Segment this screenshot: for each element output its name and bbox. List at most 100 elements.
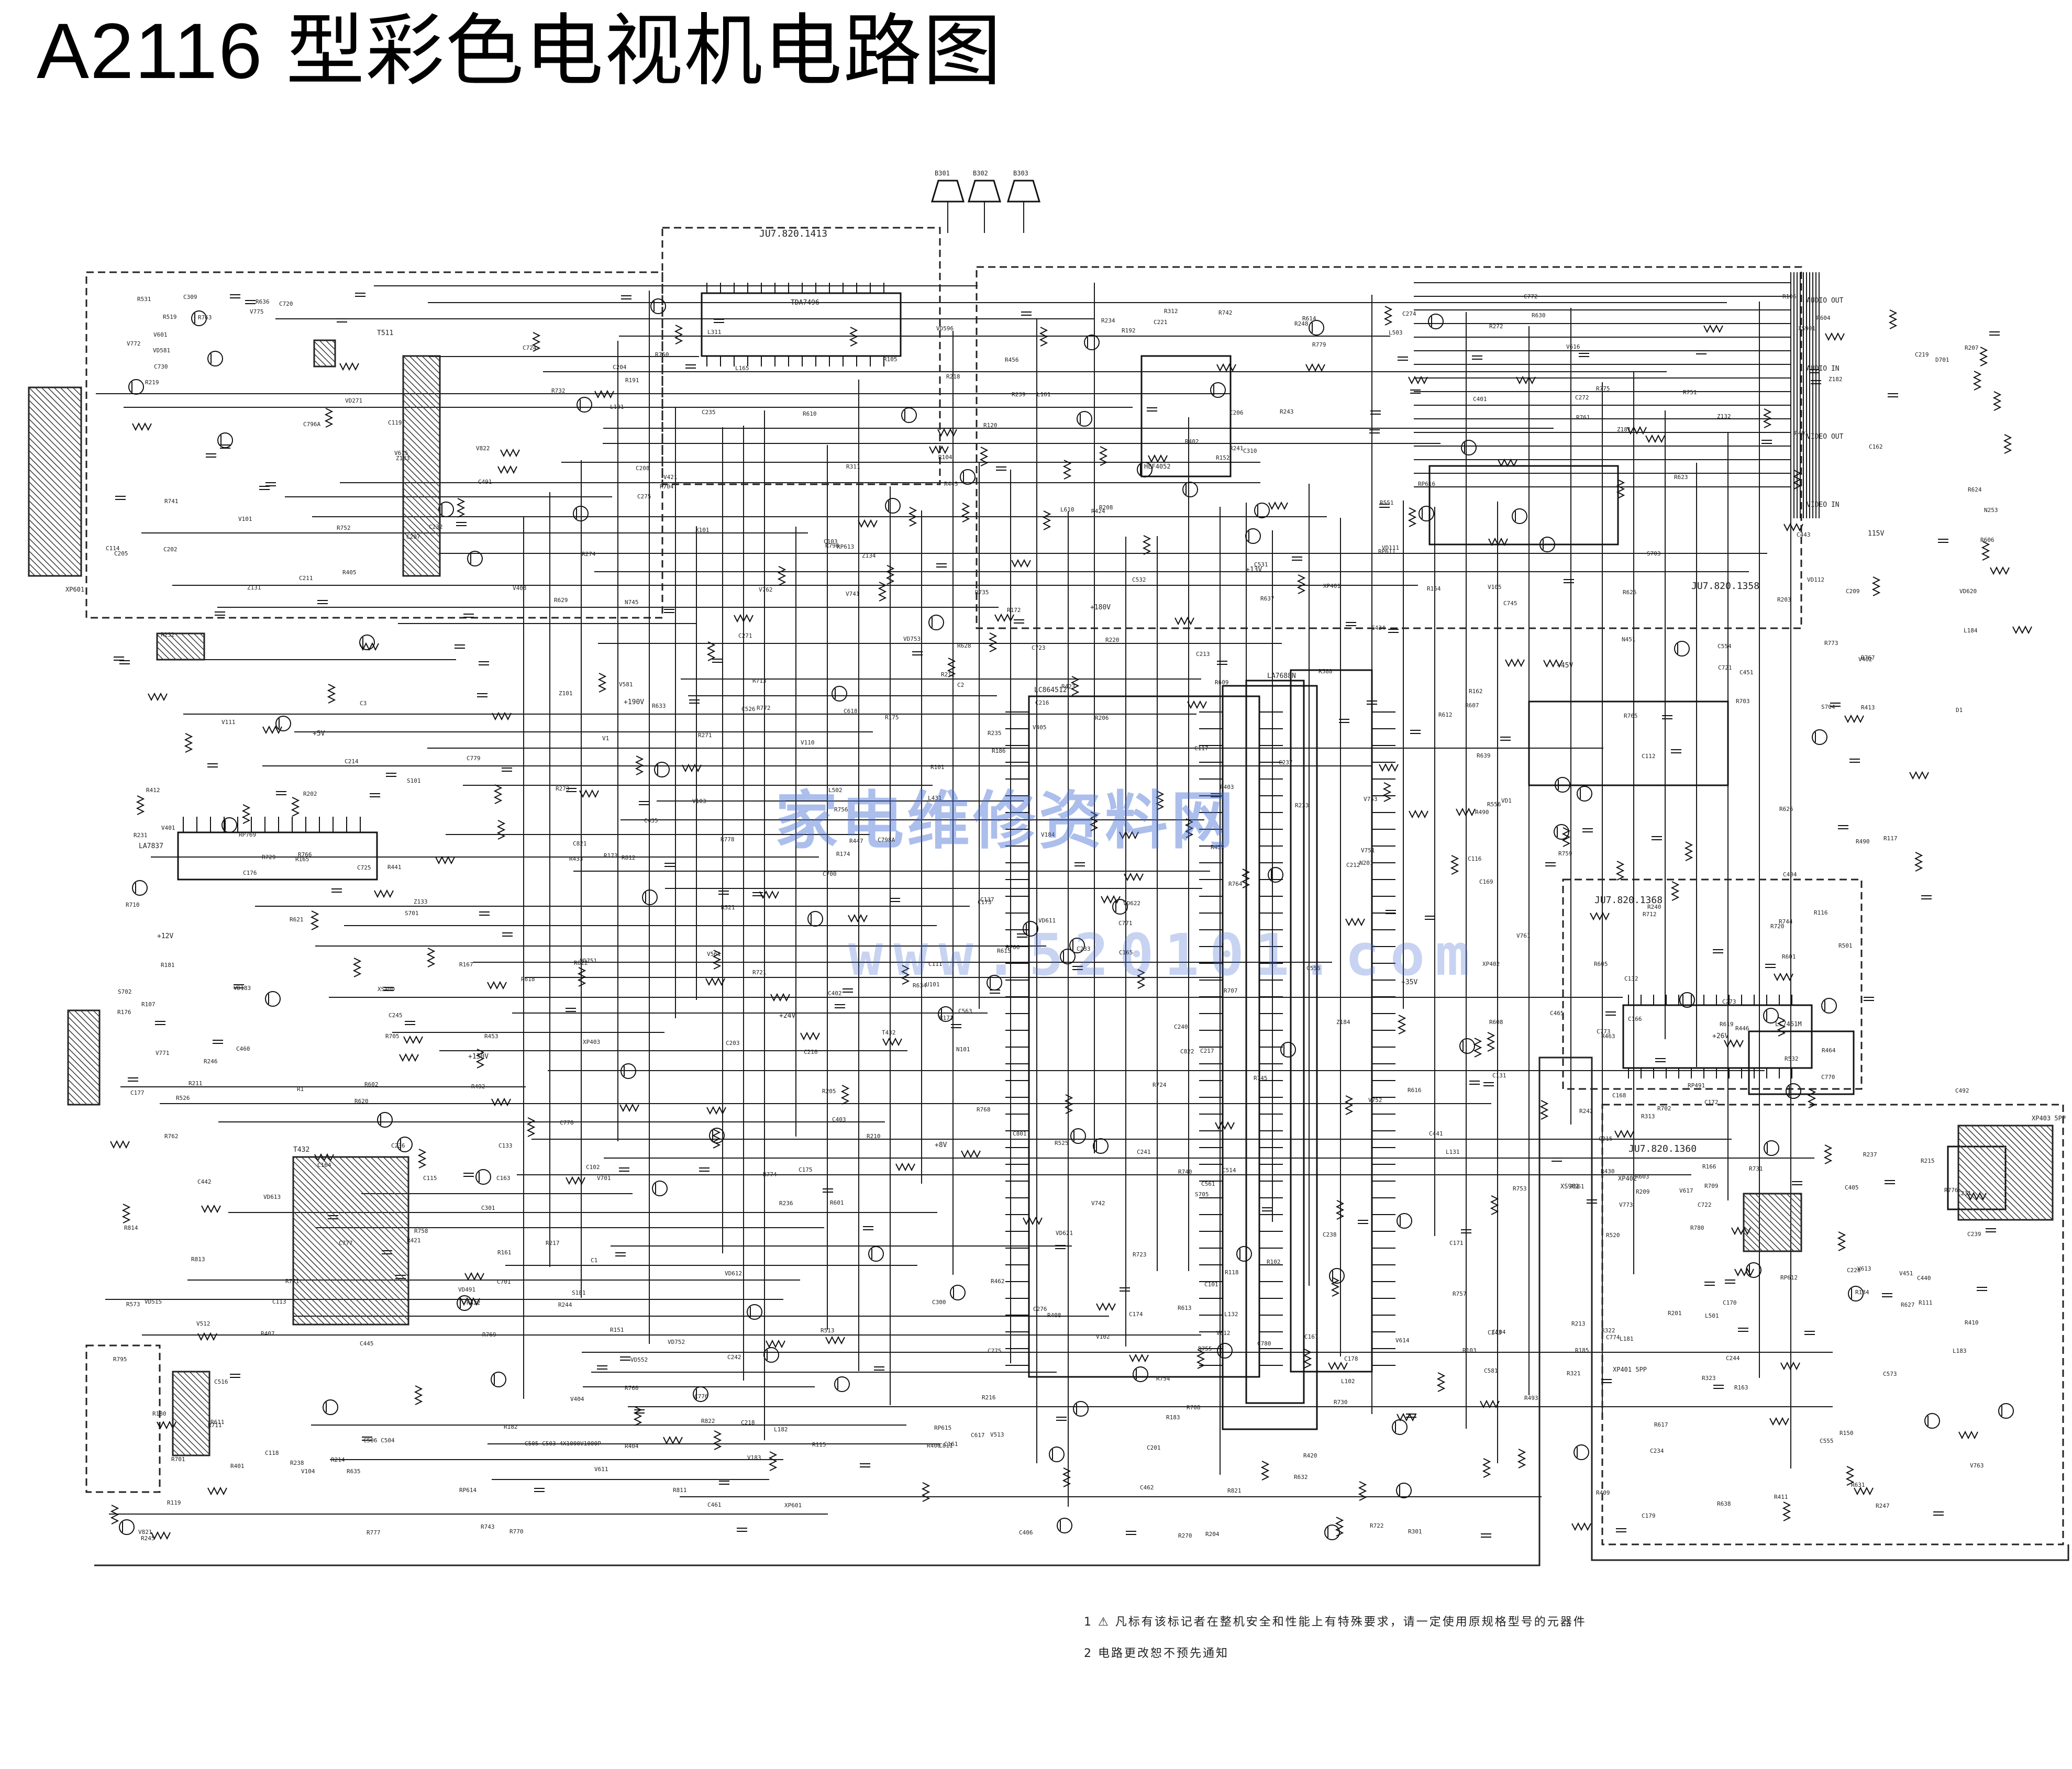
component-label: Z131 (247, 584, 261, 591)
component-label: R217 (546, 1240, 560, 1247)
crt-socket-hatch-line (1958, 1200, 1978, 1220)
component-label: R120 (983, 422, 998, 429)
component-label: R111 (1919, 1299, 1933, 1306)
component-label: L502 (828, 787, 843, 794)
degauss-hatch-line (68, 1098, 75, 1105)
resistor (110, 1505, 119, 1525)
component-label: R422 (467, 1299, 481, 1306)
transformer-t511-hatch-line (403, 399, 440, 437)
component-label: R202 (303, 791, 317, 797)
component-label: L102 (1341, 1378, 1355, 1385)
component-label: R116 (1814, 909, 1828, 916)
component-label: C556 (1306, 965, 1321, 972)
component-label: V752 (1368, 1097, 1382, 1104)
component-label: V402 (1858, 656, 1872, 663)
component-label: VD611 (1038, 917, 1056, 924)
resistor (1488, 537, 1508, 547)
component-label: R410 (1965, 1319, 1979, 1326)
fuse-hatch-line (319, 340, 336, 357)
component-label: R706 (1006, 944, 1020, 951)
component-label: C461 (707, 1501, 722, 1508)
component-label: C170 (1723, 1299, 1737, 1306)
component-label: R724 (1153, 1082, 1167, 1088)
component-label: R234 (1101, 317, 1115, 324)
component-label: R709 (1704, 1183, 1719, 1189)
component-label: V771 (156, 1050, 170, 1056)
component-label: V403 (513, 585, 527, 592)
component-label: C216 (1035, 699, 1049, 706)
component-label: L183 (1953, 1348, 1967, 1354)
transformer-t511-hatch-line (403, 418, 440, 456)
component-label: C773 (1597, 1028, 1611, 1035)
flyback-t432-hatch-line (295, 1156, 409, 1271)
component-label: R704 (660, 483, 674, 490)
component-label: R240 (1647, 904, 1661, 910)
conn-xp403: XP403 5PP (2032, 1115, 2066, 1122)
component-label: R408 (1047, 1312, 1061, 1319)
component-label: C114 (106, 545, 120, 552)
component-label: R421 (407, 1237, 421, 1244)
component-label: C561 (1201, 1181, 1215, 1187)
component-label: R732 (551, 387, 566, 394)
degauss-hatch-line (68, 1022, 100, 1055)
hv-block-hatch-line (172, 1386, 210, 1423)
component-label: L132 (1224, 1311, 1238, 1318)
transformer-t511-hatch-line (403, 538, 440, 575)
component-label: R246 (204, 1058, 218, 1065)
component-label: D1 (1956, 707, 1963, 714)
component-label: C563 (958, 1008, 972, 1015)
component-label: R754 (1156, 1375, 1170, 1382)
component-label: C237 (1279, 759, 1293, 766)
resistor (1979, 347, 1988, 366)
component-label: R811 (673, 1487, 687, 1494)
transformer-t511-hatch-line (403, 563, 416, 576)
mains-input-hatch-line (79, 387, 82, 390)
flyback-t432-hatch-line (293, 1186, 409, 1302)
degauss-hatch-line (68, 1085, 87, 1105)
transformer-t511-hatch-line (403, 531, 440, 569)
ic-crt-socket (1947, 1145, 2007, 1210)
component-label: C201 (1147, 1444, 1161, 1451)
transistor (1023, 921, 1038, 937)
flyback-t432-hatch-line (364, 1156, 409, 1201)
fuse-hatch-line (314, 360, 321, 367)
transistor (1133, 1366, 1148, 1382)
component-label: V104 (301, 1468, 315, 1475)
vd-hatch-line (157, 653, 164, 660)
component-label: N745 (625, 599, 639, 606)
mains-input-hatch-line (28, 506, 82, 560)
component-label: R175 (885, 714, 899, 721)
flyback-t432-hatch-line (293, 1274, 344, 1325)
resistor (1627, 426, 1647, 435)
component-label: C273 (1722, 998, 1736, 1005)
resistor (526, 1117, 536, 1137)
component-label: R186 (992, 748, 1006, 754)
component-label: R711 (208, 1422, 222, 1429)
voltage-label: +180V (1090, 604, 1111, 611)
resistor (1780, 1361, 1800, 1371)
resistor (262, 725, 282, 735)
mains-input-hatch-line (53, 387, 82, 415)
hv-block-hatch-line (183, 1371, 210, 1398)
resistor (594, 390, 614, 399)
flyback-t432-hatch-line (376, 1156, 409, 1189)
component-label: R759 (1558, 850, 1572, 857)
component-label: V753 (1364, 796, 1378, 803)
conn-audio-out: AUDIO OUT (1807, 297, 1844, 305)
component-label: VD581 (153, 347, 170, 354)
resistor (493, 784, 503, 804)
transistor (1848, 1286, 1864, 1301)
transistor (1763, 1008, 1779, 1023)
components-layer (110, 180, 2032, 1540)
degauss-hatch-line (68, 1092, 81, 1105)
flyback-t432-hatch-line (293, 1286, 331, 1325)
resistor (1616, 479, 1625, 499)
flyback-t432-hatch-line (293, 1293, 325, 1325)
ic-audio-tda7496 (701, 292, 902, 357)
flyback-t432-hatch-line (293, 1217, 401, 1325)
hv-block-hatch-line (176, 1371, 210, 1405)
transistor (1210, 382, 1226, 398)
component-label: V405 (1033, 724, 1047, 731)
component-label: R705 (385, 1033, 400, 1040)
crt-socket-hatch-line (2040, 1125, 2053, 1139)
